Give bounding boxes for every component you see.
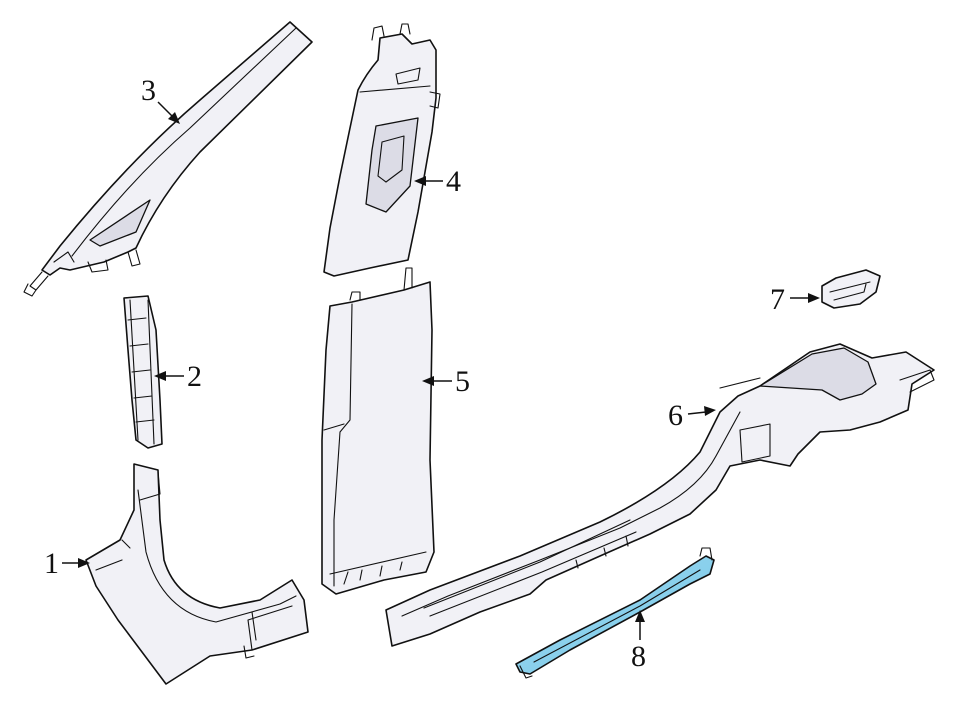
callout-6: 6 xyxy=(668,399,716,432)
callout-number: 8 xyxy=(631,640,646,673)
front-pillar-bracket xyxy=(123,295,163,449)
scuff-plate xyxy=(515,547,715,679)
callout-number: 1 xyxy=(44,547,59,580)
lower-front-pillar-trim xyxy=(85,463,309,685)
callout-3: 3 xyxy=(141,74,180,124)
callout-number: 5 xyxy=(455,365,470,398)
callout-number: 2 xyxy=(187,360,202,393)
windshield-pillar-trim xyxy=(23,21,313,297)
callout-1: 1 xyxy=(44,547,90,580)
callout-2: 2 xyxy=(154,360,202,393)
callout-number: 3 xyxy=(141,74,156,107)
rocker-sill-panel xyxy=(385,343,935,647)
callout-7: 7 xyxy=(770,283,820,316)
callout-number: 7 xyxy=(770,283,785,316)
callout-8: 8 xyxy=(631,610,646,673)
callout-5: 5 xyxy=(422,365,470,398)
callout-number: 6 xyxy=(668,399,683,432)
lower-center-pillar-trim xyxy=(321,267,435,595)
callout-4: 4 xyxy=(414,165,461,198)
clip xyxy=(821,269,881,309)
upper-center-pillar-trim xyxy=(323,23,441,277)
callout-number: 4 xyxy=(446,165,461,198)
